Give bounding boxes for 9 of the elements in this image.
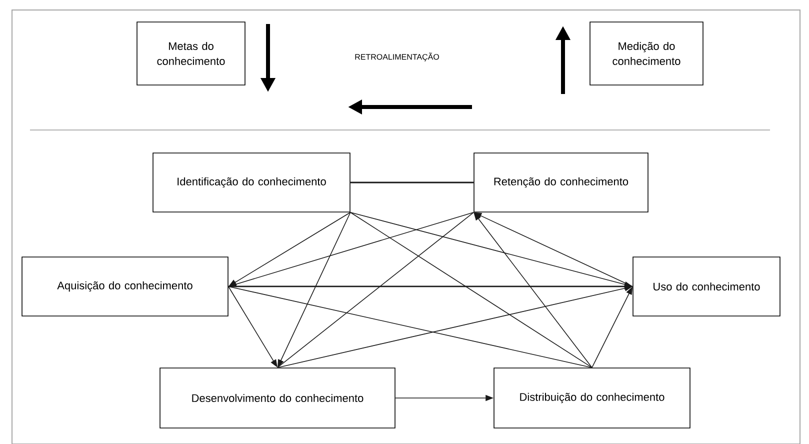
process-box: Medição do conhecimento	[590, 22, 704, 86]
process-box: Desenvolvimento do conhecimento	[160, 368, 396, 428]
process-box: Aquisição do conhecimento	[22, 256, 228, 316]
process-box: Identificação do conhecimento	[152, 152, 350, 212]
process-box: Uso do conhecimento	[632, 256, 780, 316]
process-box: Retenção do conhecimento	[474, 152, 648, 212]
process-box: Metas do conhecimento	[136, 22, 246, 86]
process-box: Distribuição do conhecimento	[494, 368, 690, 428]
label: RETROALIMENTAÇÃO	[355, 52, 439, 62]
